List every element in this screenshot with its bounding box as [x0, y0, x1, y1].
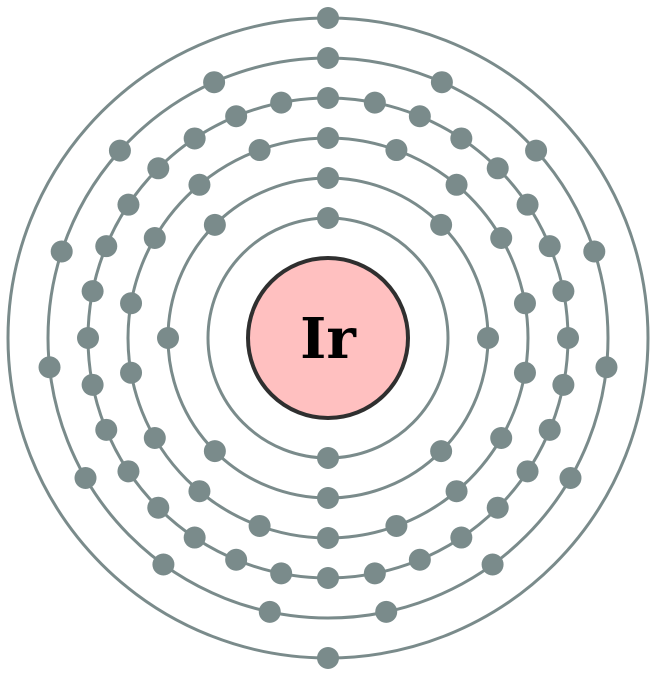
electron-shell-2	[157, 327, 179, 349]
electron-shell-3	[188, 173, 211, 196]
electron-shell-5	[430, 71, 453, 94]
electron-shell-4	[317, 87, 339, 109]
electron-shell-5	[74, 467, 97, 489]
electron-shell-5	[258, 600, 281, 623]
electron-shell-2	[203, 213, 226, 236]
electron-shell-4	[486, 157, 509, 180]
electron-shell-5	[559, 467, 582, 489]
electron-shell-5	[317, 47, 339, 69]
electron-shell-5	[525, 139, 548, 162]
electron-shell-3	[445, 480, 468, 503]
electron-shell-4	[183, 127, 206, 150]
electron-shell-4	[81, 373, 104, 396]
electron-shell-4	[552, 280, 575, 303]
electron-shell-4	[270, 91, 293, 114]
electron-shell-3	[513, 361, 536, 384]
electron-shell-4	[147, 496, 170, 519]
electron-shell-5	[583, 240, 606, 263]
nucleus	[246, 256, 410, 420]
electron-shell-4	[552, 373, 575, 396]
electron-shell-4	[363, 91, 386, 114]
electron-shell-6	[317, 7, 339, 29]
electron-shell-5	[481, 553, 504, 576]
electron-shell-5	[152, 553, 175, 576]
electron-shell-4	[183, 526, 206, 549]
electron-shell-4	[147, 157, 170, 180]
electron-shell-4	[225, 105, 248, 128]
electron-shell-4	[408, 548, 431, 571]
electron-shell-4	[538, 418, 561, 441]
electron-shell-5	[50, 240, 73, 263]
electron-shell-5	[108, 139, 131, 162]
electron-shell-3	[143, 227, 166, 249]
electron-shell-4	[117, 193, 140, 216]
electron-shell-4	[516, 193, 539, 216]
electron-shell-4	[538, 235, 561, 258]
electron-shell-4	[450, 127, 473, 150]
electron-shell-5	[38, 356, 61, 379]
electron-shell-3	[317, 127, 339, 149]
electron-shell-3	[490, 227, 513, 249]
electron-shell-4	[81, 280, 104, 303]
electron-shell-3	[188, 480, 211, 503]
electrons-layer	[38, 7, 618, 669]
electron-shell-3	[385, 514, 408, 537]
electron-shell-4	[270, 562, 293, 585]
electron-shell-4	[450, 526, 473, 549]
electron-shell-3	[248, 139, 271, 162]
electron-shell-3	[513, 292, 536, 315]
electron-shell-2	[477, 327, 499, 349]
electron-shell-3	[490, 427, 513, 449]
electron-shell-5	[595, 356, 618, 379]
electron-shell-4	[486, 496, 509, 519]
electron-shell-2	[317, 487, 339, 509]
electron-shell-4	[225, 548, 248, 571]
electron-shell-5	[203, 71, 226, 94]
element-symbol: Ir	[300, 306, 357, 372]
electron-shell-4	[317, 567, 339, 589]
electron-shell-4	[77, 327, 99, 349]
electron-shell-2	[317, 167, 339, 189]
electron-shell-3	[317, 527, 339, 549]
electron-shell-1	[317, 447, 339, 469]
electron-shell-4	[117, 460, 140, 483]
electron-shell-4	[363, 562, 386, 585]
electron-shell-4	[516, 460, 539, 483]
electron-shell-4	[408, 105, 431, 128]
electron-shell-1	[317, 207, 339, 229]
electron-shell-3	[143, 427, 166, 449]
electron-shell-4	[557, 327, 579, 349]
electron-shell-3	[385, 139, 408, 162]
electron-shell-3	[120, 361, 143, 384]
electron-shell-2	[203, 440, 226, 463]
electron-shell-5	[375, 600, 398, 623]
electron-shell-6	[317, 647, 339, 669]
electron-shell-4	[95, 235, 118, 258]
electron-shell-2	[430, 440, 453, 463]
electron-shell-3	[248, 514, 271, 537]
electron-shell-3	[120, 292, 143, 315]
electron-shell-4	[95, 418, 118, 441]
electron-shell-3	[445, 173, 468, 196]
electron-shell-2	[430, 213, 453, 236]
